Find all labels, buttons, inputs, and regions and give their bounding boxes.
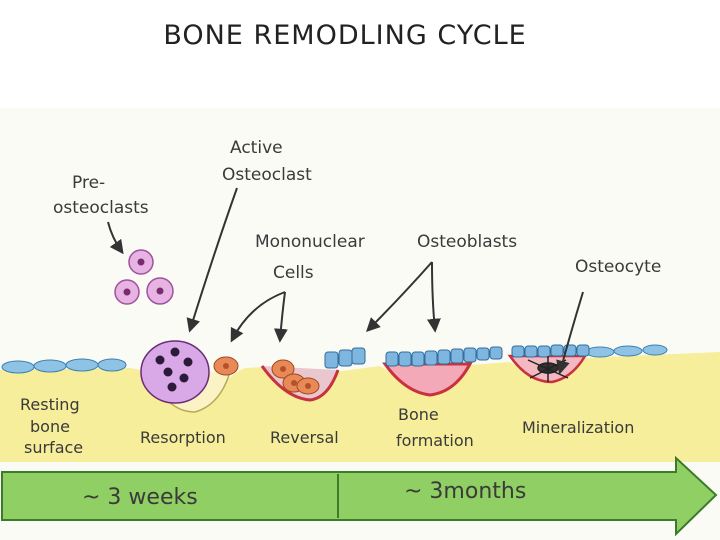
mononuclear-nuclei xyxy=(223,363,311,389)
label-active-osteoclast-line2: Osteoclast xyxy=(222,165,312,185)
label-mononuclear-line1: Mononuclear xyxy=(255,232,365,252)
osteoclast-nuclei xyxy=(155,347,193,392)
stage-resorption: Resorption xyxy=(140,428,226,447)
page-title: BONE REMODLING CYCLE xyxy=(0,20,720,51)
label-osteoblasts: Osteoblasts xyxy=(417,232,517,252)
stage-reversal: Reversal xyxy=(270,428,339,447)
timeline-weeks: ~ 3 weeks xyxy=(82,485,198,510)
title-text: BONE REMODLING CYCLE xyxy=(163,20,527,51)
stage-formation-line2: formation xyxy=(396,431,474,450)
pre-osteoclast-nuclei xyxy=(123,258,164,296)
paper-background xyxy=(0,108,720,540)
formation-new-bone xyxy=(382,362,473,397)
lining-cells xyxy=(1,344,668,374)
timeline-months: ~ 3months xyxy=(404,479,526,504)
stage-resting-line1: Resting xyxy=(20,395,80,414)
label-osteocyte: Osteocyte xyxy=(575,257,661,277)
label-active-osteoclast-line1: Active xyxy=(230,138,283,158)
label-pre-osteoclasts-line2: osteoclasts xyxy=(53,198,149,218)
mononuclear-cells xyxy=(213,356,320,395)
timeline-arrow xyxy=(1,455,718,537)
label-mononuclear-line2: Cells xyxy=(273,263,314,283)
pointer-arrows xyxy=(107,187,584,375)
osteoblast-cells xyxy=(324,344,590,369)
stage-resting-line2: bone xyxy=(30,417,70,436)
stage-resting-line3: surface xyxy=(24,438,83,457)
stage-formation-line1: Bone xyxy=(398,405,439,424)
label-pre-osteoclasts-line1: Pre- xyxy=(72,173,105,193)
stage-mineralization: Mineralization xyxy=(522,418,634,437)
osteocyte-cell xyxy=(527,356,569,382)
